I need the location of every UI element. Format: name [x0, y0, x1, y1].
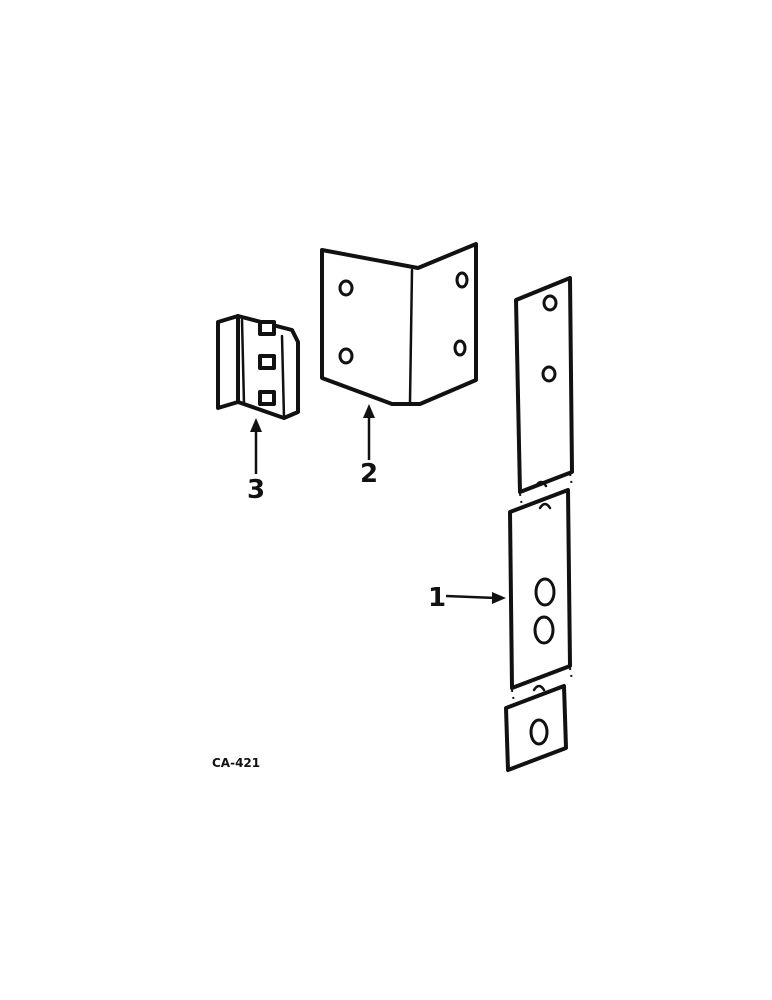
callout-label-1: 1	[428, 583, 446, 613]
callout-label-2: 2	[360, 459, 378, 489]
part-2-angle-bracket	[320, 242, 478, 406]
leader-arrow-1	[445, 592, 506, 604]
part-3-clip	[216, 314, 300, 420]
part-1-strip	[504, 276, 574, 772]
leader-arrow-3	[250, 418, 262, 474]
figure-code: CA-421	[212, 756, 260, 770]
callout-label-3: 3	[247, 475, 265, 505]
leader-arrow-2	[363, 404, 375, 460]
